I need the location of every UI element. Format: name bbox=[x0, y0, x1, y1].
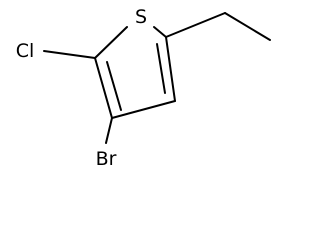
bond-s-c5 bbox=[153, 26, 167, 38]
bond-c4-c5 bbox=[165, 36, 176, 102]
bond-c2-c3 bbox=[94, 57, 113, 119]
bond-c2-c3-inner bbox=[106, 61, 122, 111]
chemical-structure-diagram: S Cl Br bbox=[16, 6, 271, 170]
sulfur-atom-label: S bbox=[135, 6, 147, 28]
bond-s-c2 bbox=[94, 26, 128, 59]
bond-c4-c5-inner bbox=[156, 43, 166, 94]
chlorine-atom-label: Cl bbox=[16, 40, 35, 62]
bond-c2-cl bbox=[43, 50, 96, 59]
bond-c3-c4 bbox=[111, 100, 176, 119]
bond-ch2-ch3 bbox=[224, 12, 271, 41]
bond-c5-ch2 bbox=[165, 12, 226, 38]
bromine-atom-label: Br bbox=[96, 148, 117, 170]
bond-c3-br bbox=[105, 117, 113, 144]
